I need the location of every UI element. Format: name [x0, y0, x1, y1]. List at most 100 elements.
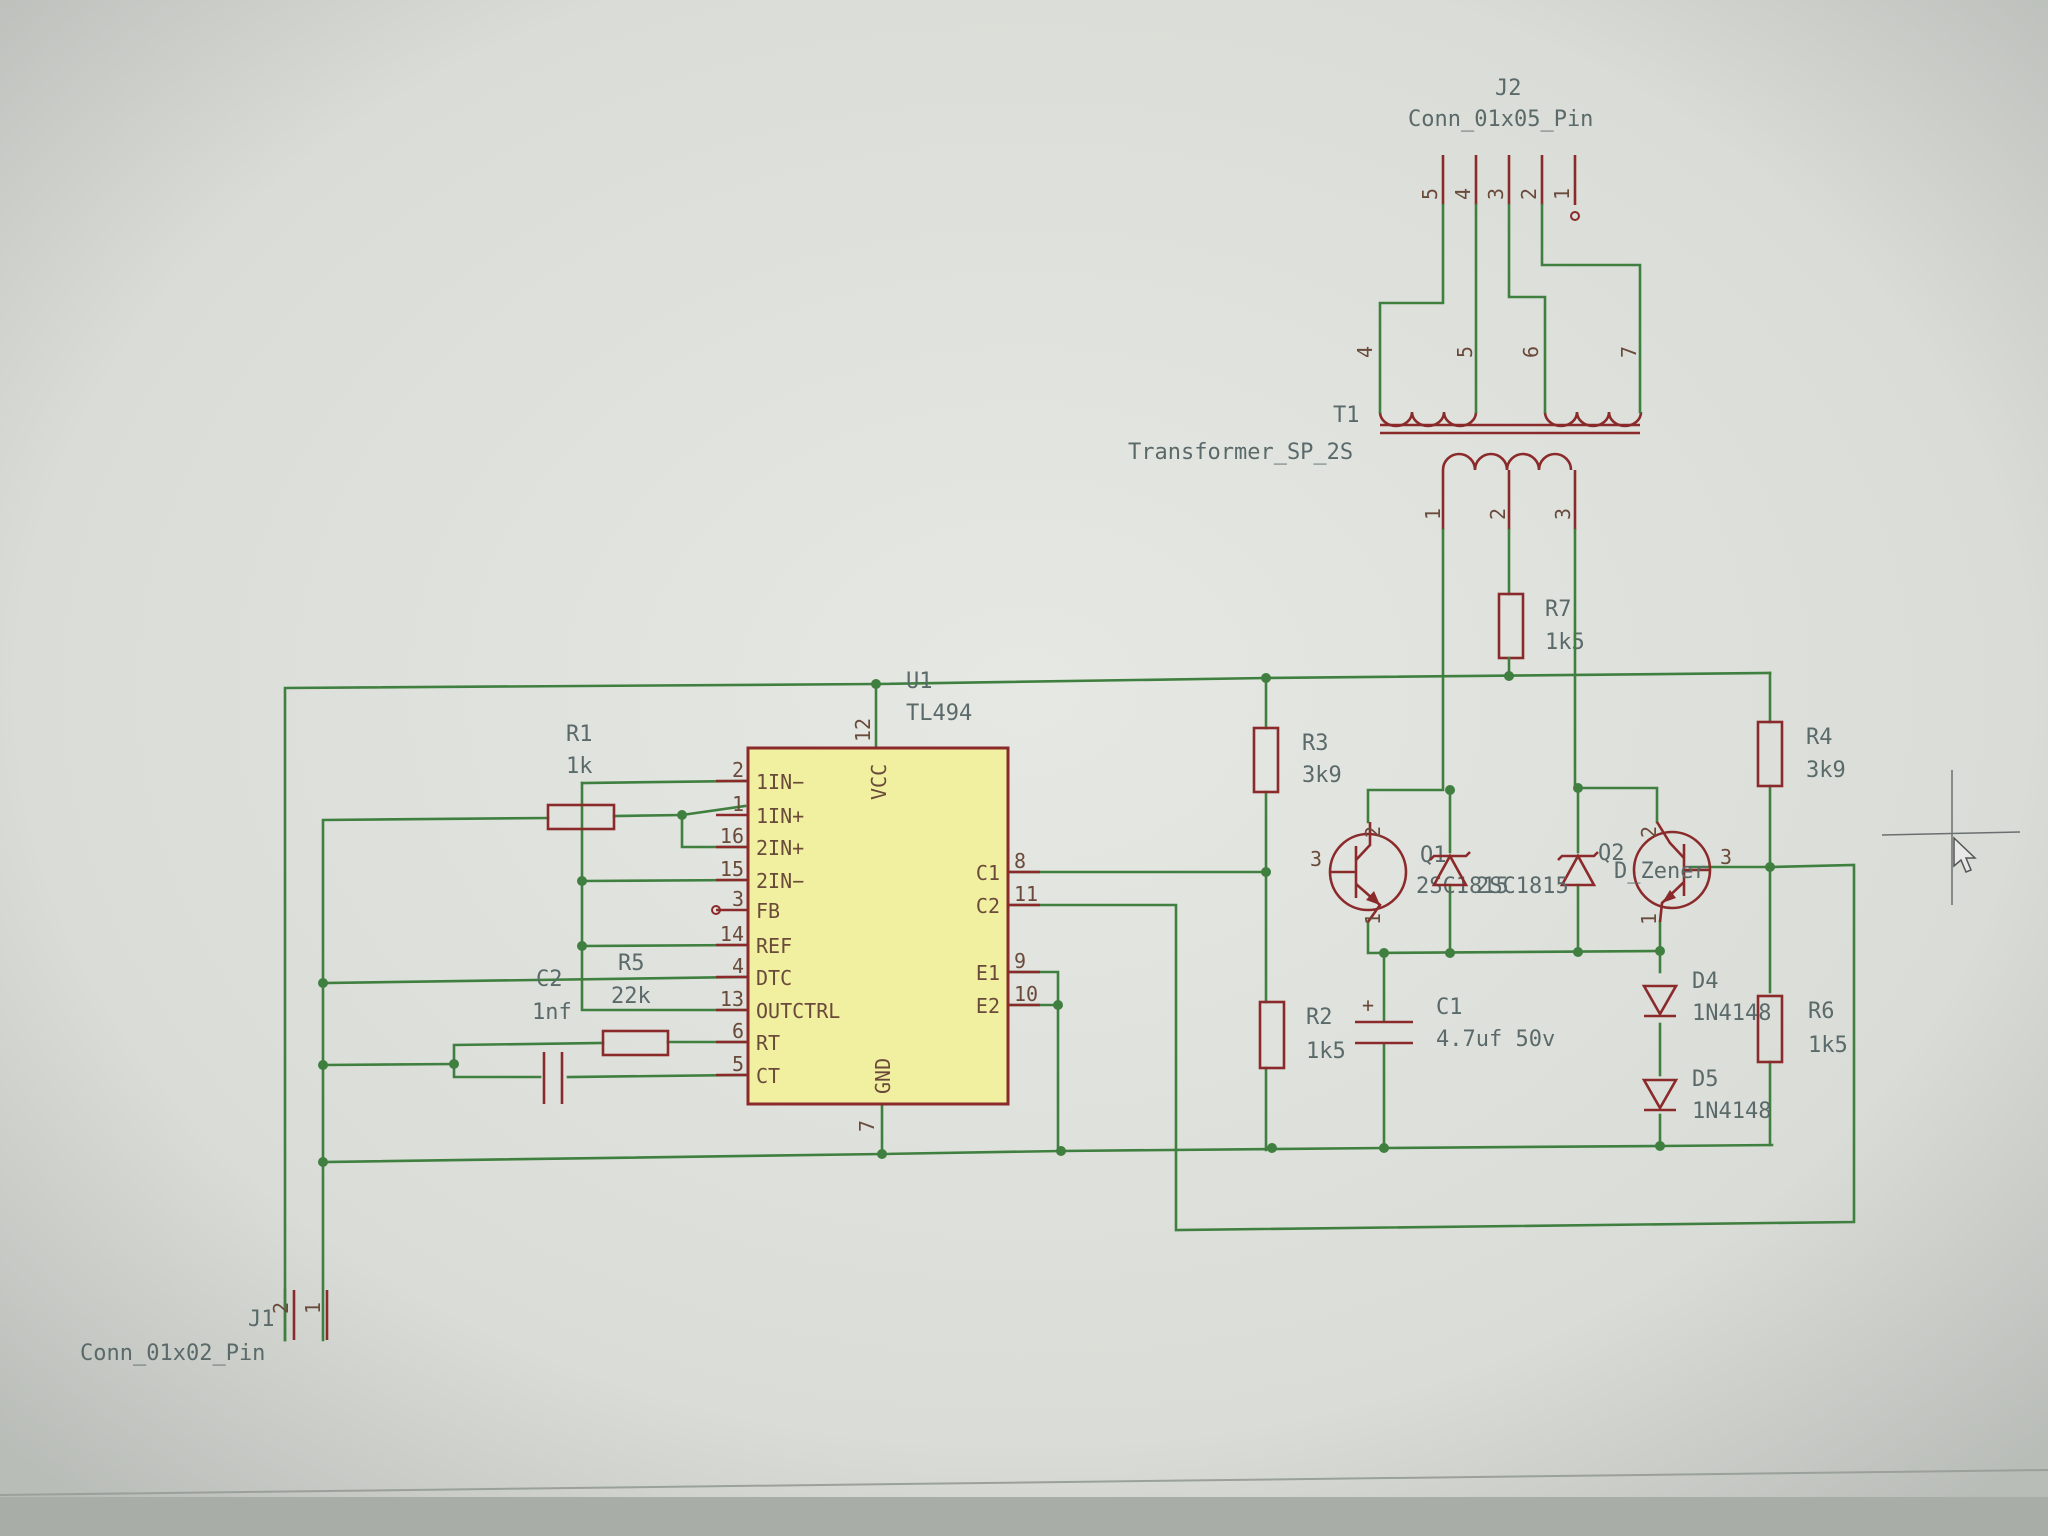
r6-resistor[interactable]: R6 1k5: [1756, 994, 1848, 1064]
q1-collector: [1355, 822, 1372, 861]
r1-value: 1k: [566, 754, 593, 779]
j2-connector[interactable]: J2 Conn_01x05_Pin 5 4 3 2 1: [1408, 76, 1593, 221]
r4-resistor[interactable]: R4 3k9: [1756, 720, 1846, 788]
r4-value: 3k9: [1806, 758, 1846, 783]
u1-pin-number: 9: [1014, 949, 1026, 973]
r6-body: [1756, 994, 1784, 1064]
r7-body: [1497, 592, 1525, 660]
r2-resistor[interactable]: R2 1k5: [1258, 1000, 1346, 1070]
d5-diode[interactable]: D5 1N4148: [1641, 1067, 1771, 1124]
u1-pin-name: CT: [756, 1064, 780, 1088]
junction: [1056, 1146, 1066, 1156]
junction: [1504, 671, 1514, 681]
mouse-pointer-icon: [1953, 836, 1977, 873]
u1-pin-name: C2: [976, 894, 1000, 918]
wire: [321, 816, 550, 822]
d5-ref: D5: [1692, 1067, 1719, 1092]
r5-resistor[interactable]: R5 22k: [601, 951, 670, 1057]
q2-pin: 2: [1637, 826, 1661, 838]
wire: [1507, 203, 1547, 414]
j2-pin-num: 1: [1550, 188, 1574, 200]
u1-pin-number: 14: [720, 922, 744, 946]
r1-resistor[interactable]: R1 1k: [546, 722, 616, 831]
q2-collector: [1655, 821, 1685, 859]
j2-pin-num: 4: [1451, 188, 1475, 200]
r6-value: 1k5: [1808, 1033, 1848, 1058]
u1-pin-number: 15: [720, 857, 744, 881]
t1-secondary-coil: [1441, 452, 1573, 471]
u1-pin-number: 4: [732, 954, 744, 978]
junction: [1573, 947, 1583, 957]
d5-triangle: [1641, 1078, 1679, 1111]
q1-transistor[interactable]: 3 2 1 Q1 2SC1815: [1310, 822, 1509, 925]
wire: [1366, 920, 1662, 955]
junction: [1379, 1143, 1389, 1153]
wire: [1540, 203, 1642, 414]
r1-body: [546, 803, 616, 831]
u1-pin-name: DTC: [756, 966, 792, 990]
u1-pin-number: 16: [720, 824, 744, 848]
u1-pin-name: 1IN−: [756, 770, 804, 794]
r2-value: 1k5: [1306, 1039, 1346, 1064]
d5-value: 1N4148: [1692, 1099, 1771, 1124]
j1-pin-num: 2: [269, 1302, 293, 1314]
q1-arrow: [1366, 891, 1380, 905]
j1-pin-num: 1: [301, 1302, 325, 1314]
junction: [577, 876, 587, 886]
c1-value: 4.7uf 50v: [1436, 1027, 1555, 1052]
r7-resistor[interactable]: R7 1k5: [1497, 528, 1585, 678]
u1-vcc-label: VCC: [867, 764, 891, 800]
wire: [321, 1062, 456, 1067]
junction: [1655, 946, 1665, 956]
u1-pin-name: C1: [976, 861, 1000, 885]
j2-pin-num: 5: [1418, 188, 1442, 200]
junction: [1655, 1141, 1665, 1151]
pointer-arrow: [1953, 836, 1977, 873]
junction: [1267, 1143, 1277, 1153]
junction: [577, 941, 587, 951]
q2-pin: 1: [1637, 913, 1661, 925]
u1-pin-name: E2: [976, 994, 1000, 1018]
screen-bezel: [0, 1497, 2048, 1536]
t1-pin-num: 5: [1453, 346, 1477, 358]
junction: [1261, 673, 1271, 683]
t1-transformer[interactable]: T1 Transformer_SP_2S 4 5 6 7 1 2 3: [1128, 346, 1643, 530]
j1-connector[interactable]: 2 1 J1 Conn_01x02_Pin: [80, 1290, 329, 1366]
r7-ref: R7: [1545, 597, 1572, 622]
u1-pin-number: 8: [1014, 849, 1026, 873]
wire: [1378, 203, 1445, 414]
u1-ref: U1: [906, 669, 933, 694]
dz2-bar: [1557, 851, 1599, 861]
t1-pin-num: 6: [1519, 346, 1543, 358]
r2-ref: R2: [1306, 1005, 1333, 1030]
r1-ref: R1: [566, 722, 593, 747]
u1-pin-number: 10: [1014, 982, 1038, 1006]
r5-value: 22k: [611, 984, 651, 1009]
junction: [1379, 948, 1389, 958]
u1-body: [746, 746, 1010, 1106]
j2-pin-num: 3: [1484, 188, 1508, 200]
zener-diode-right[interactable]: 2SC1815: [1476, 851, 1599, 899]
wire: [1366, 528, 1445, 824]
q2-transistor[interactable]: 3 2 1 Q2 D_Zener: [1598, 821, 1732, 925]
zener-diode-left[interactable]: [1429, 851, 1471, 887]
crosshair-cursor-icon: [1881, 770, 2021, 905]
c1-capacitor[interactable]: + C1 4.7uf 50v: [1355, 993, 1555, 1052]
r3-value: 3k9: [1302, 763, 1342, 788]
t1-value: Transformer_SP_2S: [1128, 440, 1353, 465]
t1-pin-num: 2: [1486, 508, 1510, 520]
q2-value: D_Zener: [1614, 859, 1707, 884]
junction: [871, 679, 881, 689]
junction: [1573, 783, 1583, 793]
crosshair-h: [1881, 831, 2021, 836]
c2-value: 1nf: [532, 1000, 572, 1025]
d4-diode[interactable]: D4 1N4148: [1641, 969, 1771, 1026]
r4-ref: R4: [1806, 725, 1833, 750]
r3-resistor[interactable]: R3 3k9: [1252, 726, 1342, 794]
dz1-bar: [1429, 851, 1471, 861]
junction: [449, 1059, 459, 1069]
c2-capacitor[interactable]: C2 1nf: [532, 967, 572, 1104]
